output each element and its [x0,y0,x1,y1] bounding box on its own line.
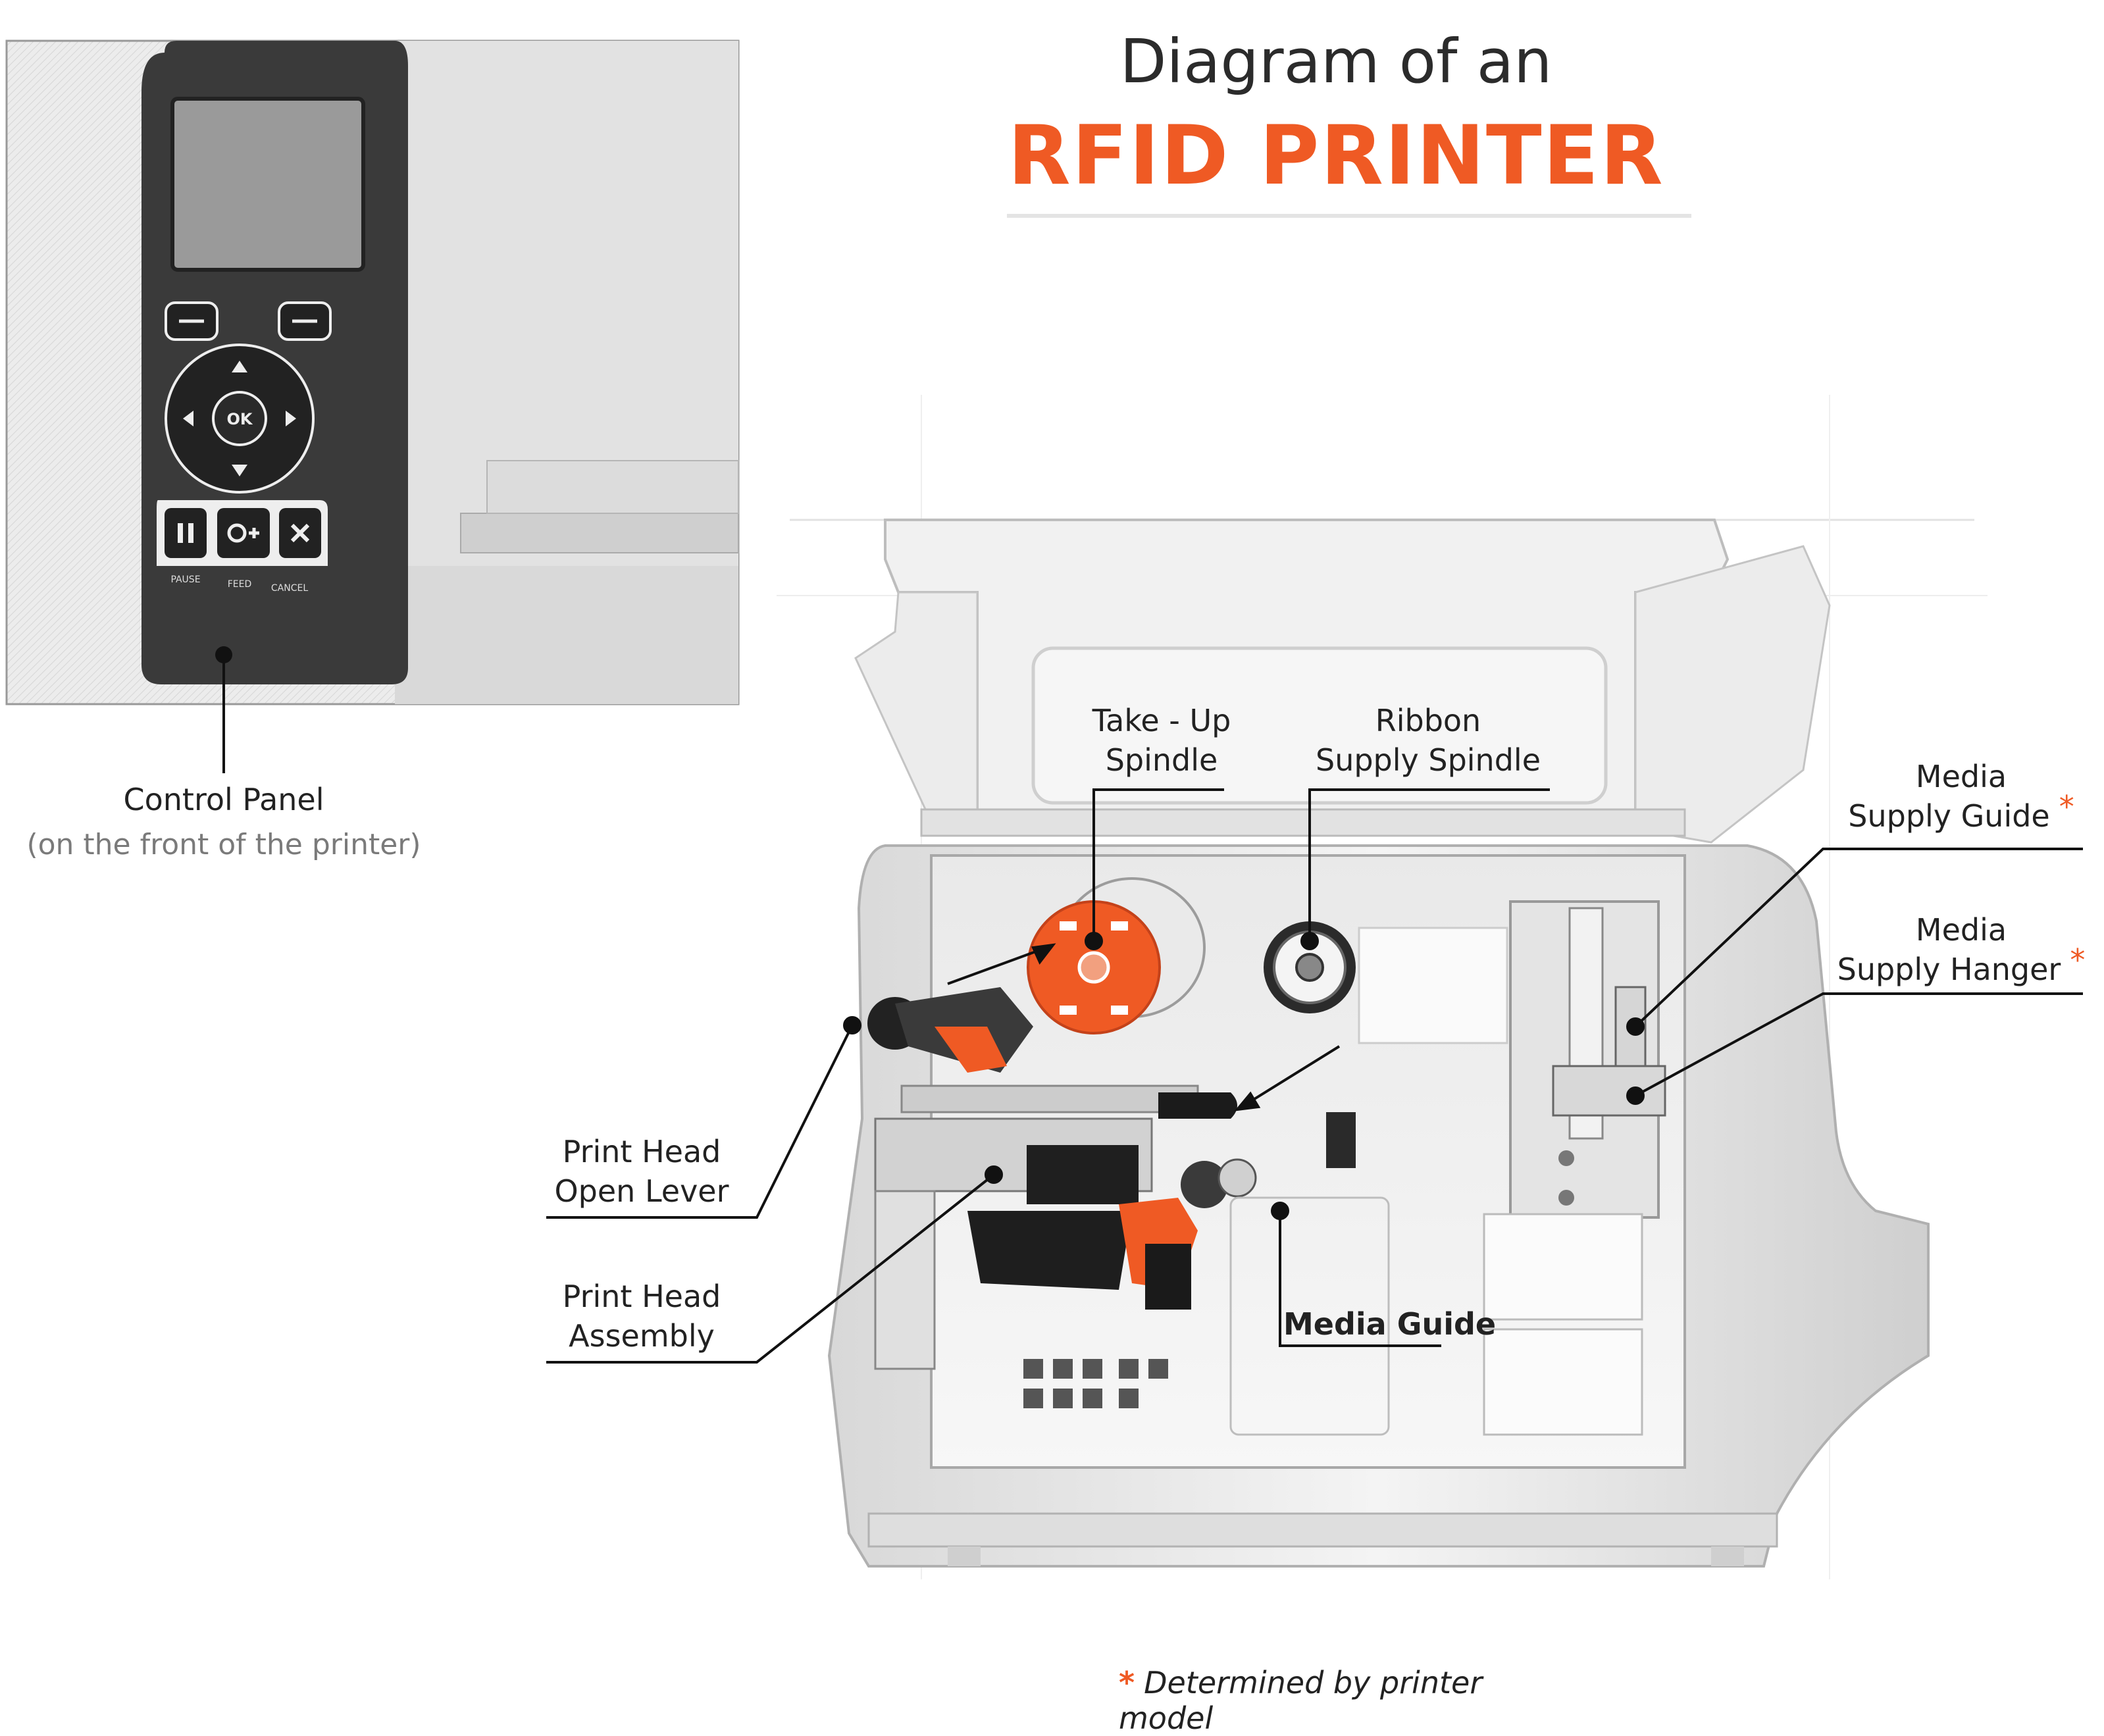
lcd-screen [170,97,365,272]
print-head-open-lever-label-line-2: Open Lever [554,1173,729,1209]
cancel-button-label: CANCEL [271,583,308,594]
print-head-assembly-label-line-1: Print Head [562,1279,721,1314]
media-supply-hanger-dot [1626,1086,1645,1105]
media-supply-hanger-leader [1635,992,2083,1097]
info-sticker [1358,927,1508,1044]
arrow-up-icon[interactable] [232,361,247,372]
print-head-open-lever [867,987,1033,1073]
pause-button-label: PAUSE [170,574,200,585]
media-supply-guide-label-line-1: Media [1915,759,2007,794]
ribbon-supply-label-line-2: Supply Spindle [1316,742,1541,778]
media-supply-hanger [1552,1065,1666,1117]
ribbon-supply-leader [1308,788,1550,941]
regulatory-label-top [1483,1213,1643,1321]
title-underline [1007,214,1691,218]
print-head-lever-dot [843,1016,861,1034]
control-panel-label: Control Panel [123,782,324,817]
print-head-open-lever-label-line-1: Print Head [562,1134,721,1169]
printer-base [867,1512,1778,1548]
arrow-right-icon[interactable] [286,411,296,426]
lid-window [1031,646,1608,805]
feed-icon [227,523,247,543]
media-supply-hanger-label-line-1: Media [1915,912,2007,948]
take-up-spindle-label-line-1: Take - Up [1092,703,1231,738]
take-up-spindle-leader [1092,788,1224,941]
media-guide-plate [1229,1196,1390,1436]
title-line-2: RFID PRINTER [1008,109,1664,203]
ribbon-supply-label-line-1: Ribbon [1375,703,1481,738]
regulatory-label-bottom [1483,1328,1643,1436]
take-up-spindle-label: Take - Up Spindle [1079,701,1244,780]
print-head-assembly-dot [985,1165,1003,1184]
media-supply-hanger-label-line-2: Supply Hanger [1837,952,2061,987]
footnote: *Determined by printer model [1119,1665,1579,1736]
print-head-lever-leader [546,1025,854,1219]
media-supply-hanger-asterisk: * [2070,942,2086,978]
take-up-spindle-label-line-2: Spindle [1105,742,1218,778]
media-guide-dot [1271,1202,1289,1220]
take-up-spindle-dot [1085,932,1103,950]
pause-button[interactable] [165,508,207,558]
title-line-1: Diagram of an [1119,26,1552,97]
media-supply-guide-asterisk: * [2059,789,2074,825]
print-head-assembly [874,1085,1237,1370]
print-head-assembly-leader [546,1173,995,1364]
arrow-left-icon[interactable] [183,411,193,426]
ok-button[interactable] [212,391,267,446]
media-supply-hanger-label: Media Supply Hanger * [1823,910,2099,989]
media-supply-guide-label: Media Supply Guide* [1823,757,2099,836]
ribbon-supply-dot [1300,932,1319,950]
arrow-down-icon[interactable] [232,465,247,476]
control-panel-sublabel: (on the front of the printer) [26,828,421,861]
media-guide-leader [1279,1211,1441,1347]
ok-button-label: OK [227,410,253,428]
footnote-asterisk: * [1119,1665,1135,1700]
print-head-assembly-label-line-2: Assembly [569,1318,715,1354]
print-head-assembly-label: Print Head Assembly [546,1277,737,1356]
ribbon-supply-spindle-label: Ribbon Supply Spindle [1303,701,1553,780]
media-supply-guide-dot [1626,1017,1645,1036]
print-head-open-lever-label: Print Head Open Lever [546,1132,737,1211]
media-supply-guide-leader [1634,848,2083,1028]
callout-leaders [546,788,2083,1364]
feed-button-label: FEED [228,579,252,590]
footnote-text: Determined by printer model [1119,1665,1483,1736]
connector-ports [1023,1359,1168,1408]
media-guide-label: Media Guide [1283,1306,1497,1342]
media-supply-guide-label-line-2: Supply Guide [1848,798,2050,834]
printer-illustration [777,395,1988,1579]
control-panel-inset: OK PAUSE FEED CANCEL [5,39,740,705]
